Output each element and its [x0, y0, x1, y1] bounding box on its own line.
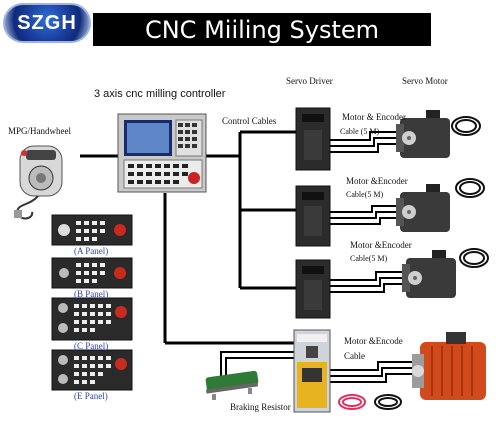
resistor-wire-a: [220, 351, 294, 376]
spindle-drive: [293, 329, 331, 413]
servo-motor-1: [396, 110, 450, 158]
mpg-label: MPG/Handwheel: [8, 126, 71, 136]
motor-encoder-3-line1: Motor &Encoder: [350, 240, 412, 250]
logo-text: SZGH: [17, 11, 77, 34]
motor-cable-4: [330, 361, 412, 383]
mpg-handwheel-device: [14, 145, 63, 220]
motor-encode-4-line1: Motor &Encode: [344, 336, 403, 346]
motor-cable-1: [330, 131, 400, 153]
motor-encoder-2-line2: Cable(5 M): [346, 190, 384, 199]
title-bar: CNC Miiling System: [93, 13, 431, 46]
motor-encoder-2-line1: Motor &Encoder: [346, 176, 408, 186]
servo-driver-2: [295, 185, 331, 247]
servo-driver-3: [295, 259, 331, 319]
c-panel-label: (C Panel): [74, 341, 109, 351]
cnc-controller-device: [117, 113, 207, 193]
controller-label: 3 axis cnc milling controller: [94, 88, 226, 100]
braking-resistor-device: [205, 370, 259, 400]
motor-encoder-3-line2: Cable(5 M): [350, 254, 388, 263]
a-panel-label: (A Panel): [74, 246, 109, 256]
coiled-cable-3: [459, 248, 489, 268]
b-panel-device: [51, 257, 133, 289]
servo-motor-3: [402, 250, 456, 298]
a-panel-device: [51, 214, 133, 246]
servo-driver-1: [295, 107, 331, 171]
motor-encode-4-line2: Cable: [344, 351, 365, 361]
motor-encoder-1-line2: Cable (5 M): [340, 127, 380, 136]
servo-driver-heading: Servo Driver: [286, 76, 333, 86]
page-title: CNC Miiling System: [144, 15, 380, 44]
b-panel-label: (B Panel): [74, 289, 109, 299]
coiled-cable-2: [455, 178, 485, 198]
servo-motor-heading: Servo Motor: [402, 76, 448, 86]
coiled-cable-black: [374, 394, 402, 410]
motor-cable-3: [330, 271, 406, 293]
e-panel-device: [51, 349, 133, 391]
control-cables-label: Control Cables: [222, 116, 277, 126]
braking-resistor-label: Braking Resistor: [230, 402, 291, 412]
coiled-cable-pink: [338, 394, 366, 410]
coiled-cable-1: [451, 116, 481, 136]
c-panel-device: [51, 297, 133, 341]
resistor-wire-b: [225, 357, 294, 380]
motor-cable-2: [330, 205, 400, 225]
servo-motor-2: [396, 184, 450, 232]
e-panel-label: (E Panel): [74, 391, 108, 401]
spindle-motor: [412, 332, 486, 400]
szgh-logo: SZGH: [3, 3, 91, 43]
motor-encoder-1-line1: Motor & Encoder: [342, 112, 406, 122]
